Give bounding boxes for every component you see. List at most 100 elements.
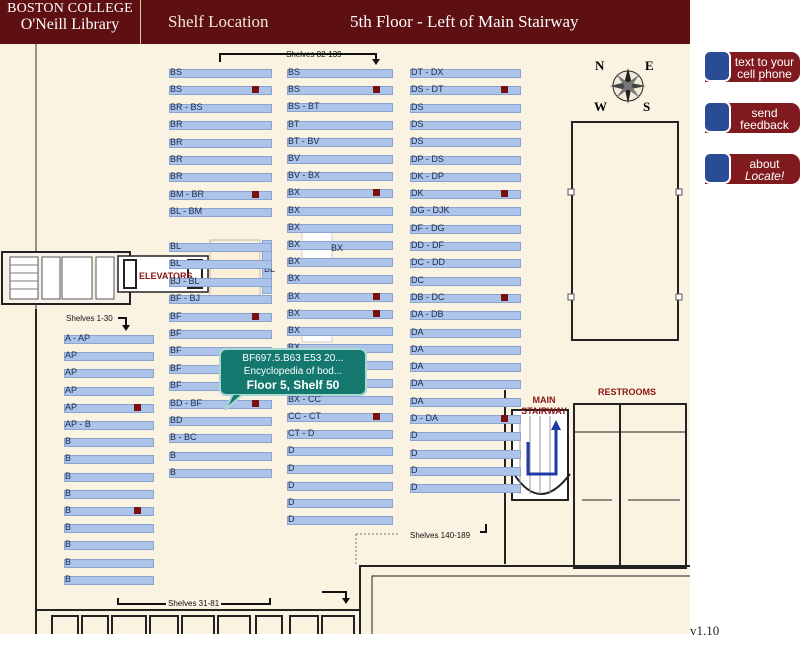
shelf[interactable]	[287, 481, 393, 491]
shelf[interactable]	[287, 258, 393, 268]
shelf[interactable]	[64, 489, 154, 499]
shelf[interactable]	[287, 327, 393, 336]
shelf-label: BF	[170, 380, 182, 391]
shelf[interactable]	[169, 312, 272, 322]
shelf[interactable]	[410, 207, 521, 217]
shelf[interactable]	[169, 260, 272, 270]
shelf[interactable]	[169, 138, 272, 148]
shelf[interactable]	[169, 330, 272, 339]
shelf-marker	[252, 399, 259, 407]
shelf[interactable]	[287, 395, 393, 405]
shelf[interactable]	[64, 524, 154, 534]
shelf[interactable]	[410, 242, 521, 251]
shelf[interactable]	[410, 120, 521, 130]
shelf[interactable]	[287, 69, 393, 78]
shelf[interactable]	[287, 464, 393, 474]
shelf[interactable]	[410, 103, 521, 113]
shelf[interactable]	[64, 472, 154, 482]
shelf[interactable]	[169, 156, 272, 165]
shelf[interactable]	[64, 369, 154, 379]
shelf[interactable]	[169, 190, 272, 200]
shelf[interactable]	[169, 69, 272, 78]
shelf[interactable]	[410, 363, 521, 373]
shelf[interactable]	[287, 172, 393, 182]
shelf[interactable]	[410, 293, 521, 303]
send-feedback-button[interactable]: send feedback	[703, 101, 800, 133]
shelf[interactable]	[169, 295, 272, 305]
shelf-label: CT - D	[288, 428, 315, 439]
shelf[interactable]	[64, 438, 154, 448]
shelf[interactable]	[169, 434, 272, 444]
shelf[interactable]	[410, 328, 521, 338]
shelf-label: BS	[170, 84, 183, 95]
shelf[interactable]	[410, 415, 521, 424]
shelf[interactable]	[287, 292, 393, 302]
shelf[interactable]	[169, 399, 272, 409]
shelf[interactable]	[410, 276, 521, 286]
shelf[interactable]	[64, 352, 154, 362]
shelf[interactable]	[410, 69, 521, 78]
shelf[interactable]	[287, 120, 393, 130]
shelf[interactable]	[287, 103, 393, 113]
shelf-marker	[252, 190, 259, 198]
shelf[interactable]	[64, 455, 154, 465]
shelf[interactable]	[410, 172, 521, 182]
shelf[interactable]	[287, 309, 393, 319]
shelf[interactable]	[287, 430, 393, 440]
shelf[interactable]	[169, 469, 272, 479]
shelf[interactable]	[410, 224, 521, 234]
shelf[interactable]	[287, 447, 393, 457]
shelf-label: BX	[288, 342, 300, 352]
shelf[interactable]	[169, 208, 272, 218]
shelf[interactable]	[64, 386, 154, 396]
shelf[interactable]	[287, 223, 393, 233]
shelf[interactable]	[64, 541, 154, 551]
shelf[interactable]	[410, 138, 521, 148]
shelf[interactable]	[410, 155, 521, 165]
shelf[interactable]	[169, 86, 272, 96]
shelf[interactable]	[287, 155, 393, 164]
shelf[interactable]	[287, 189, 393, 199]
shelf[interactable]	[169, 121, 272, 131]
shelf[interactable]	[287, 137, 393, 147]
shelf[interactable]	[410, 259, 521, 269]
shelf[interactable]	[410, 190, 521, 200]
shelf-label: BL	[170, 241, 182, 251]
shelf[interactable]	[410, 86, 521, 96]
shelf[interactable]	[410, 311, 521, 321]
shelf[interactable]	[64, 421, 154, 430]
shelf-label: D	[411, 430, 418, 441]
shelf[interactable]	[64, 403, 154, 413]
shelf[interactable]	[410, 397, 521, 407]
shelf[interactable]	[410, 449, 521, 459]
shelf[interactable]	[169, 277, 272, 287]
shelf[interactable]	[169, 243, 272, 252]
shelf-label: BL - BM	[170, 206, 203, 217]
shelf[interactable]	[287, 206, 393, 216]
shelf[interactable]	[169, 417, 272, 426]
shelf[interactable]	[410, 466, 521, 476]
shelf[interactable]	[169, 173, 272, 183]
shelf-label: DA	[411, 326, 424, 337]
shelf-marker	[501, 190, 508, 198]
shelf[interactable]	[287, 275, 393, 285]
shelf[interactable]	[287, 516, 393, 526]
text-to-phone-button[interactable]: text to your cell phone	[703, 50, 800, 82]
shelf[interactable]	[64, 507, 154, 516]
shelf[interactable]	[287, 86, 393, 96]
shelf[interactable]	[410, 345, 521, 355]
library-logo[interactable]: BOSTON COLLEGE O'Neill Library	[0, 0, 141, 44]
shelf[interactable]	[287, 499, 393, 508]
shelf[interactable]	[410, 380, 521, 390]
shelf[interactable]	[410, 484, 521, 494]
shelf[interactable]	[287, 241, 393, 250]
shelf[interactable]	[410, 432, 521, 442]
shelf[interactable]	[169, 451, 272, 461]
shelf[interactable]	[169, 103, 272, 113]
shelf[interactable]	[64, 558, 154, 568]
shelf[interactable]	[64, 575, 154, 585]
shelf[interactable]	[287, 413, 393, 422]
shelf-label: DF - DG	[411, 222, 445, 233]
shelf[interactable]	[64, 335, 154, 344]
